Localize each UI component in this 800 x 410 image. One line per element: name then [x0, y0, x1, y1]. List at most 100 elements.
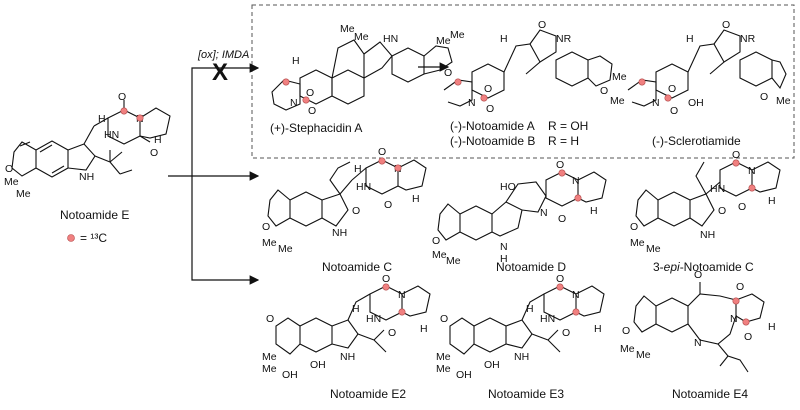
- label-notoamide-c: Notoamide C: [322, 260, 392, 274]
- svg-text:NR: NR: [556, 33, 572, 45]
- atoms-epi-notoamide-c: O N HN O H O NH O Me Me: [630, 149, 776, 255]
- structure-notoamide-d: [437, 171, 607, 241]
- structure-epi-notoamide-c: [635, 161, 781, 227]
- svg-text:Me: Me: [636, 349, 651, 361]
- atoms-sclerotiamide: O NR H O N OH O O Me: [652, 19, 791, 117]
- svg-text:N: N: [730, 313, 738, 325]
- svg-text:O: O: [444, 67, 452, 79]
- svg-text:Me: Me: [262, 363, 277, 375]
- svg-text:O: O: [668, 83, 676, 95]
- c13-markers-notoamide-e3: [556, 283, 580, 316]
- svg-text:O: O: [738, 201, 746, 213]
- svg-text:HN: HN: [366, 313, 381, 325]
- label-epi-notoamide-c: 3-epi-Notoamide C: [653, 260, 754, 274]
- svg-text:O: O: [718, 205, 726, 217]
- structure-notoamide-e4: [633, 282, 765, 373]
- svg-text:H: H: [768, 321, 776, 333]
- svg-text:H: H: [292, 55, 300, 67]
- svg-text:H: H: [98, 113, 106, 125]
- svg-text:Me: Me: [776, 95, 791, 107]
- svg-text:N: N: [398, 289, 406, 301]
- svg-text:Me: Me: [354, 31, 369, 43]
- svg-text:NH: NH: [332, 227, 347, 239]
- svg-text:Me: Me: [630, 237, 645, 249]
- svg-text:Me: Me: [450, 29, 465, 41]
- svg-text:O: O: [744, 331, 752, 343]
- svg-text:HN: HN: [356, 181, 371, 193]
- label-notoamide-e2: Notoamide E2: [330, 387, 406, 401]
- label-notoamide-e: Notoamide E: [60, 208, 129, 222]
- svg-text:NH: NH: [79, 171, 94, 183]
- svg-text:N: N: [652, 97, 660, 109]
- svg-text:H: H: [354, 163, 362, 175]
- svg-text:NR: NR: [740, 33, 756, 45]
- atoms-notoamide-c: O N HN H O H O NH O Me Me: [262, 146, 420, 255]
- svg-text:O: O: [378, 146, 386, 158]
- svg-text:H: H: [500, 33, 508, 45]
- c13-markers-sclerotiamide: [638, 78, 672, 102]
- svg-text:H: H: [768, 195, 776, 207]
- svg-text:Me: Me: [278, 243, 293, 255]
- c13-legend-dot: [67, 234, 75, 242]
- dashed-box: [251, 4, 795, 159]
- c13-markers-epi-notoamide-c: [732, 159, 756, 192]
- svg-text:OH: OH: [484, 359, 500, 371]
- svg-text:H: H: [526, 303, 534, 315]
- c13-markers-notoamide-e: [120, 107, 144, 122]
- svg-text:O: O: [736, 281, 744, 293]
- svg-text:O: O: [556, 159, 564, 171]
- c13-markers-notoamide-ab: [454, 78, 488, 102]
- svg-text:OH: OH: [310, 359, 326, 371]
- svg-text:N: N: [572, 289, 580, 301]
- svg-text:O: O: [440, 313, 448, 325]
- svg-text:Me: Me: [620, 343, 635, 355]
- svg-text:O: O: [562, 327, 570, 339]
- svg-text:O: O: [306, 87, 314, 99]
- svg-text:O: O: [484, 83, 492, 95]
- atoms-notoamide-e: O O N HN H H NH O Me Me: [4, 91, 162, 200]
- svg-text:Me: Me: [262, 351, 277, 363]
- atoms-stephacidin-a: Me Me HN H Me Me O O N O: [290, 23, 465, 117]
- svg-text:O: O: [266, 313, 274, 325]
- svg-text:Me: Me: [612, 71, 627, 83]
- svg-text:Me: Me: [610, 95, 625, 107]
- svg-text:OH: OH: [688, 97, 704, 109]
- svg-text:O: O: [538, 19, 546, 31]
- svg-text:O: O: [630, 221, 638, 233]
- label-notoamide-a: (-)-Notoamide A: [450, 119, 535, 133]
- svg-text:Me: Me: [646, 243, 661, 255]
- structure-notoamide-e: [11, 100, 171, 178]
- c13-markers-notoamide-d: [558, 169, 582, 202]
- svg-text:O: O: [382, 273, 390, 285]
- structure-notoamide-e2: [275, 285, 431, 355]
- ox-imda-label: [ox]; IMDA: [197, 49, 249, 61]
- svg-text:Me: Me: [4, 176, 19, 188]
- svg-text:Me: Me: [340, 23, 355, 35]
- svg-text:H: H: [420, 323, 428, 335]
- label-notoamide-b: (-)-Notoamide B: [450, 134, 535, 148]
- label-notoamide-e4: Notoamide E4: [672, 387, 748, 401]
- atoms-notoamide-d: HO O N N O H N H O Me Me: [432, 159, 598, 267]
- atoms-notoamide-ab: O NR H O N O O Me Me: [468, 19, 627, 115]
- svg-text:H: H: [412, 193, 420, 205]
- svg-text:N: N: [500, 241, 508, 253]
- svg-text:H: H: [500, 253, 508, 265]
- svg-text:H: H: [594, 323, 602, 335]
- svg-text:Me: Me: [432, 249, 447, 261]
- svg-text:Me: Me: [436, 363, 451, 375]
- reaction-arrows: [168, 62, 450, 285]
- svg-text:O: O: [262, 221, 270, 233]
- svg-text:H: H: [590, 205, 598, 217]
- atoms-notoamide-e3: O N HN O H H NH O Me Me OH OH: [436, 273, 602, 381]
- structure-stephacidin-a: [271, 39, 453, 111]
- svg-text:Me: Me: [436, 351, 451, 363]
- svg-text:O: O: [760, 91, 768, 103]
- svg-text:O: O: [622, 325, 630, 337]
- svg-text:N: N: [748, 165, 756, 177]
- svg-text:H: H: [154, 134, 162, 146]
- label-notoamide-a-r: R = OH: [548, 119, 588, 133]
- svg-text:HN: HN: [104, 129, 119, 141]
- svg-text:N: N: [468, 97, 476, 109]
- svg-text:Me: Me: [436, 35, 451, 47]
